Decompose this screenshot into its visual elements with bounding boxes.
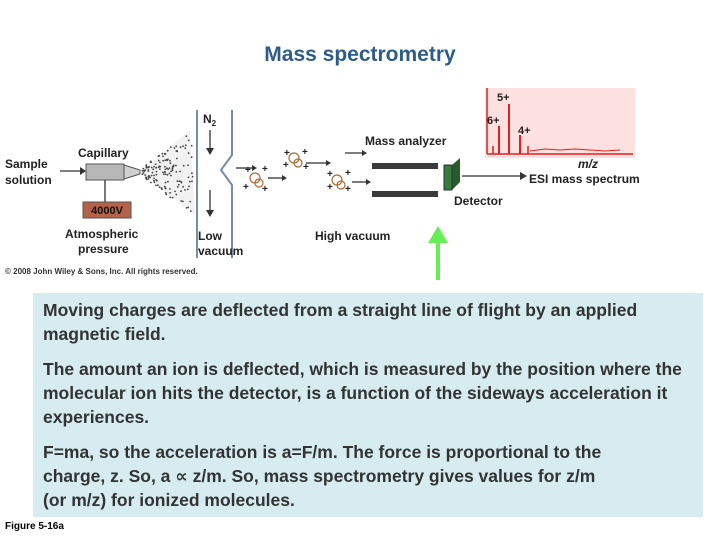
- analyzer-rod-bottom: [372, 191, 438, 197]
- detector-arrow-head: [520, 172, 527, 180]
- paragraph-force: F=ma, so the acceleration is a=F/m. The …: [43, 440, 693, 512]
- voltage-box: [82, 201, 132, 219]
- low-label: Low: [198, 229, 223, 243]
- ion-arrow-3-head: [326, 160, 331, 166]
- pressure-label: pressure: [78, 242, 129, 256]
- svg-text:+: +: [284, 148, 290, 159]
- ion-arrow-2-head: [282, 175, 287, 181]
- detector: [443, 164, 453, 191]
- ion-arrow-1-head: [252, 165, 257, 171]
- pointer-arrow-head: [428, 226, 448, 243]
- esi-spectrum-label: ESI mass spectrum: [529, 172, 640, 186]
- sample-label: Sample: [5, 157, 48, 171]
- baseline-noise: [529, 148, 621, 152]
- svg-text:+: +: [243, 182, 249, 193]
- sample-arrow-head: [80, 167, 86, 175]
- copyright: © 2008 John Wiley & Sons, Inc. All right…: [5, 267, 198, 276]
- detector-label: Detector: [454, 194, 503, 208]
- voltage-label: 4000V: [91, 205, 123, 217]
- interface-wall-2: [219, 110, 233, 258]
- mz-axis-label: m/z: [578, 157, 598, 171]
- high-vacuum-label: High vacuum: [315, 229, 390, 243]
- svg-text:+: +: [327, 182, 333, 193]
- explanation-box: Moving charges are deflected from a stra…: [33, 293, 703, 517]
- page-title: Mass spectrometry: [264, 43, 456, 66]
- atmospheric-label: Atmospheric: [65, 227, 139, 241]
- esi-diagram: Sample solution Capillary 4000V Atmosphe…: [5, 88, 640, 280]
- svg-text:+: +: [303, 162, 309, 173]
- peak-label-6plus: 6+: [487, 115, 500, 127]
- figure-label: Figure 5-16a: [5, 521, 64, 532]
- force-line-2: charge, z. So, a ∝ z/m. So, mass spectro…: [43, 466, 596, 486]
- svg-text:+: +: [345, 184, 351, 195]
- svg-text:+: +: [345, 168, 351, 179]
- ion-arrow-5-head: [366, 179, 371, 185]
- spray-cone: [140, 130, 195, 215]
- capillary-label: Capillary: [78, 146, 129, 160]
- spray-droplets: [141, 135, 194, 213]
- detector-side: [452, 158, 460, 190]
- solution-label: solution: [5, 173, 52, 187]
- peak-label-4plus: 4+: [518, 125, 531, 137]
- charge-signs: ++++ ++++ ++++: [243, 147, 351, 195]
- vacuum-label: vacuum: [198, 244, 243, 258]
- paragraph-deflection: Moving charges are deflected from a stra…: [43, 300, 638, 344]
- svg-text:+: +: [302, 147, 308, 158]
- analyzer-rod-top: [372, 163, 438, 169]
- ion-cluster-1: [249, 172, 264, 188]
- svg-text:+: +: [327, 169, 333, 180]
- svg-text:+: +: [262, 164, 268, 175]
- low-vacuum-arrow-head: [206, 210, 214, 217]
- capillary-body: [85, 163, 125, 181]
- svg-text:+: +: [283, 160, 289, 171]
- ion-cluster-2: [288, 152, 303, 168]
- svg-text:+: +: [245, 165, 251, 176]
- mass-analyzer-label: Mass analyzer: [365, 134, 447, 148]
- capillary-tip: [123, 164, 141, 180]
- ion-cluster-3: [331, 174, 346, 190]
- n2-arrow-head: [206, 148, 214, 155]
- svg-text:+: +: [262, 184, 268, 195]
- paragraph-acceleration: The amount an ion is deflected, which is…: [43, 359, 682, 427]
- n2-label: N2: [203, 112, 217, 128]
- peak-label-5plus: 5+: [497, 92, 510, 104]
- ion-arrow-4-head: [362, 150, 367, 156]
- force-line-1: F=ma, so the acceleration is a=F/m. The …: [43, 442, 602, 462]
- force-line-3: (or m/z) for ionized molecules.: [43, 490, 295, 510]
